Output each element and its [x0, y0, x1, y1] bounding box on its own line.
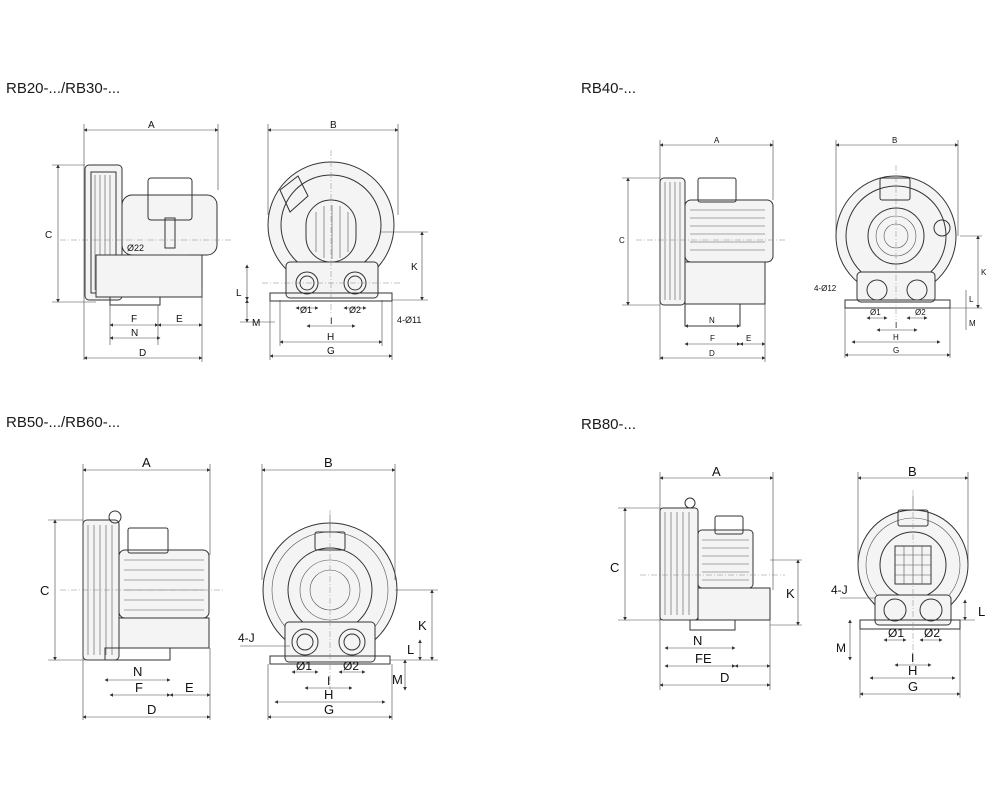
rb50-dim-h: H	[324, 687, 333, 702]
rb20-dim-holes: 4-Ø11	[397, 315, 421, 325]
rb50-dim-k: K	[418, 618, 427, 633]
rb20-dim-d2: Ø2	[349, 305, 361, 315]
rb80-dim-d: D	[720, 670, 729, 685]
rb20-dim-i: I	[330, 316, 333, 326]
rb40-dim-g: G	[893, 346, 899, 355]
rb20-side-view: A C Ø22 F E N D	[45, 120, 232, 362]
rb40-dim-d: D	[709, 349, 715, 358]
rb40-dim-i: I	[895, 321, 897, 330]
rb50-dim-a: A	[142, 455, 151, 470]
rb20-dim-f: F	[131, 314, 137, 325]
rb40-dim-k: K	[981, 268, 987, 277]
rb80-dim-g: G	[908, 679, 918, 694]
rb40-dim-b: B	[892, 136, 897, 145]
rb80-dim-b: B	[908, 464, 917, 479]
rb50-dim-holes: 4-J	[238, 631, 255, 645]
rb40-dim-h: H	[893, 333, 899, 342]
rb40-front-view: B K L M 4-Ø12 Ø1 Ø2 I H G	[814, 136, 987, 358]
title-rb50-rb60: RB50-.../RB60-...	[6, 414, 121, 431]
rb40-dim-d2: Ø2	[915, 308, 926, 317]
rb80-dim-k: K	[786, 586, 795, 601]
rb50-dim-f: F	[135, 680, 143, 695]
rb50-dim-d: D	[147, 702, 156, 717]
rb20-dim-m: M	[252, 318, 260, 329]
rb50-dim-n: N	[133, 664, 142, 679]
rb80-dim-fe: FE	[695, 651, 712, 666]
rb20-dim-phi22: Ø22	[127, 243, 144, 253]
rb50-dim-l: L	[407, 642, 414, 657]
rb80-dim-n: N	[693, 633, 702, 648]
rb50-dim-m: M	[392, 672, 403, 687]
rb20-dim-d: D	[139, 348, 146, 359]
rb40-dim-c: C	[619, 236, 625, 245]
rb80-dim-h: H	[908, 663, 917, 678]
rb50-dim-c: C	[40, 583, 49, 598]
rb50-dim-i: I	[327, 674, 330, 688]
rb20-dim-d1: Ø1	[300, 305, 312, 315]
rb80-dim-holes: 4-J	[831, 583, 848, 597]
rb50-side-view: A C N F E D	[40, 455, 225, 720]
rb80-front-view: B 4-J L M Ø1 Ø2 I H G	[831, 464, 985, 698]
rb50-dim-b: B	[324, 455, 333, 470]
rb80-dim-c: C	[610, 560, 619, 575]
rb40-dim-a: A	[714, 136, 720, 145]
rb50-front-view: B K L M 4-J Ø1 Ø2 I H G	[238, 455, 438, 720]
rb50-dim-e: E	[185, 680, 194, 695]
rb20-dim-h: H	[327, 332, 334, 343]
rb40-dim-f: F	[710, 334, 715, 343]
rb20-dim-g: G	[327, 346, 335, 357]
rb40-dim-n: N	[709, 316, 715, 325]
rb20-dim-k: K	[411, 262, 418, 273]
title-rb80: RB80-...	[581, 416, 637, 433]
rb40-dim-l: L	[969, 295, 974, 304]
title-rb20-rb30: RB20-.../RB30-...	[6, 80, 121, 97]
rb80-dim-i: I	[911, 651, 914, 665]
rb50-dim-d1: Ø1	[296, 659, 312, 673]
rb80-dim-d2: Ø2	[924, 626, 940, 640]
rb40-dim-m: M	[969, 319, 976, 328]
title-rb40: RB40-...	[581, 80, 637, 97]
rb50-dim-d2: Ø2	[343, 659, 359, 673]
rb20-front-view: B K L M Ø1 Ø2 I H G 4-Ø11	[236, 120, 428, 360]
rb80-side-view: A C K N FE D	[610, 464, 802, 690]
rb40-dim-e: E	[746, 334, 751, 343]
rb40-side-view: A C N F E D	[619, 136, 785, 362]
rb80-dim-l: L	[978, 604, 985, 619]
rb50-dim-g: G	[324, 702, 334, 717]
rb20-dim-a: A	[148, 120, 155, 131]
rb20-dim-n: N	[131, 328, 138, 339]
rb40-dim-d1: Ø1	[870, 308, 881, 317]
rb40-dim-holes: 4-Ø12	[814, 284, 837, 293]
rb80-dim-m: M	[836, 641, 846, 655]
rb80-dim-d1: Ø1	[888, 626, 904, 640]
rb80-dim-a: A	[712, 464, 721, 479]
rb20-dim-b: B	[330, 120, 337, 131]
rb20-dim-c: C	[45, 230, 52, 241]
rb20-dim-e: E	[176, 314, 183, 325]
rb20-dim-l: L	[236, 288, 242, 299]
